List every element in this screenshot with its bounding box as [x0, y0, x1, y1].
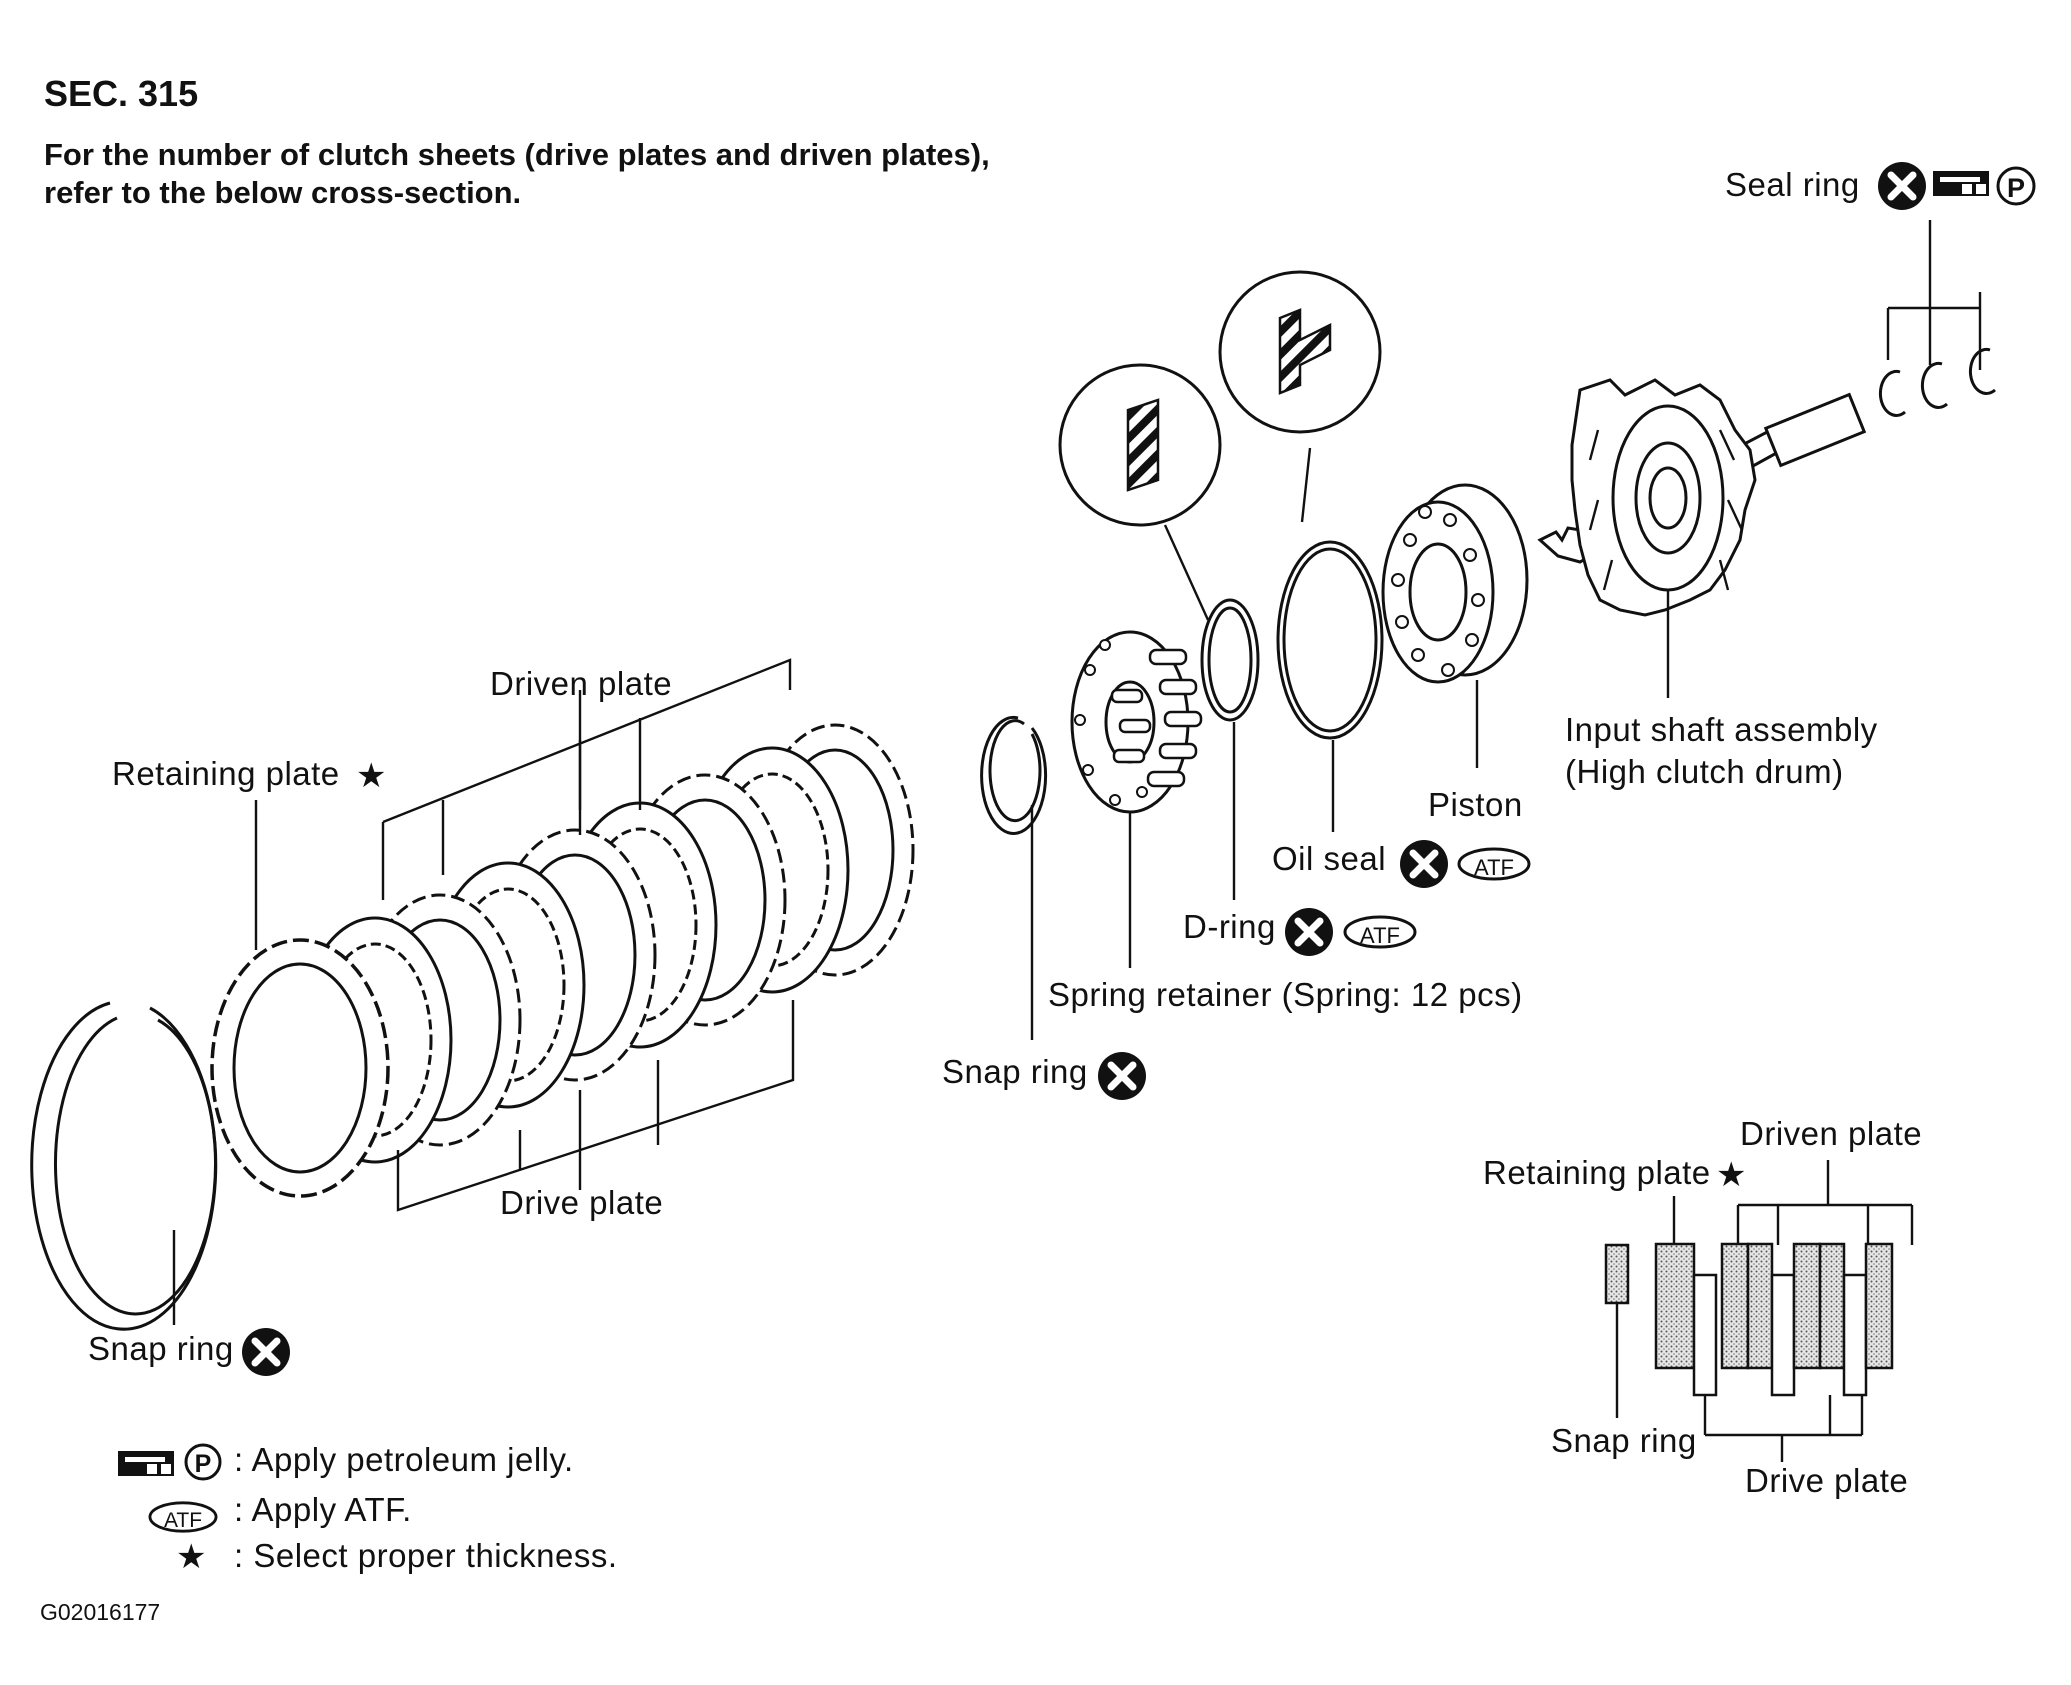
discard-icon — [1400, 840, 1448, 888]
label-d-ring: D-ring — [1183, 908, 1276, 945]
cross-section: Driven plate Retaining plate ★ Snap ring… — [1483, 1115, 1922, 1499]
legend: P : Apply petroleum jelly. ATF : Apply A… — [118, 1441, 618, 1576]
section-title: SEC. 315 — [44, 73, 198, 114]
d-ring — [1200, 598, 1260, 722]
note-line-1: For the number of clutch sheets (drive p… — [44, 137, 990, 172]
svg-text:ATF: ATF — [1474, 855, 1514, 880]
seal-rings — [1878, 347, 1996, 417]
star-icon: ★ — [176, 1538, 206, 1576]
petroleum-jelly-icon — [1933, 171, 1989, 196]
p-icon: P — [1996, 166, 2036, 206]
label-oil-seal: Oil seal — [1272, 840, 1386, 877]
xs-label-drive-plate: Drive plate — [1745, 1462, 1908, 1499]
svg-text:P: P — [2007, 173, 2025, 203]
discard-icon — [1098, 1052, 1146, 1100]
spring-retainer — [1070, 630, 1203, 814]
clutch-plate-pack — [210, 723, 915, 1198]
label-high-clutch-drum: (High clutch drum) — [1565, 753, 1844, 790]
svg-text:P: P — [195, 1450, 212, 1478]
discard-icon — [242, 1328, 290, 1376]
label-seal-ring: Seal ring — [1725, 166, 1860, 203]
star-icon: ★ — [356, 757, 386, 795]
xs-label-retaining-plate: Retaining plate — [1483, 1154, 1711, 1191]
snap-ring-middle — [980, 715, 1048, 835]
atf-icon: ATF — [148, 1501, 218, 1533]
label-snap-ring-middle: Snap ring — [942, 1053, 1088, 1090]
piston — [1381, 483, 1529, 684]
legend-thickness: : Select proper thickness. — [234, 1537, 618, 1574]
p-icon: P — [184, 1443, 222, 1481]
callout-bubble-d-ring — [1058, 363, 1222, 621]
discard-icon — [1285, 908, 1333, 956]
label-driven-plate: Driven plate — [490, 665, 672, 702]
legend-atf: : Apply ATF. — [234, 1491, 412, 1528]
driven-plate-bracket — [381, 658, 792, 900]
atf-icon: ATF — [1457, 847, 1531, 881]
discard-icon — [1878, 162, 1926, 210]
seal-ring-leader — [1886, 220, 1982, 370]
oil-seal — [1276, 540, 1384, 740]
drive-plate-bracket — [396, 1000, 795, 1212]
label-drive-plate: Drive plate — [500, 1184, 663, 1221]
reference-code: G02016177 — [40, 1599, 160, 1625]
svg-text:ATF: ATF — [164, 1509, 202, 1532]
xs-label-driven-plate: Driven plate — [1740, 1115, 1922, 1152]
label-piston: Piston — [1428, 786, 1523, 823]
svg-text:ATF: ATF — [1360, 923, 1400, 948]
label-spring-retainer: Spring retainer (Spring: 12 pcs) — [1048, 976, 1523, 1013]
xs-label-snap-ring: Snap ring — [1551, 1422, 1697, 1459]
input-shaft-assembly — [1537, 378, 1867, 617]
callout-bubble-oil-seal — [1218, 270, 1382, 523]
label-retaining-plate: Retaining plate — [112, 755, 340, 792]
atf-icon: ATF — [1343, 915, 1417, 949]
star-icon: ★ — [1716, 1156, 1746, 1194]
legend-petroleum-jelly: : Apply petroleum jelly. — [234, 1441, 574, 1478]
label-input-shaft: Input shaft assembly — [1565, 711, 1878, 748]
label-snap-ring-left: Snap ring — [88, 1330, 234, 1367]
snap-ring-left — [30, 1001, 218, 1331]
note-line-2: refer to the below cross-section. — [44, 175, 521, 210]
petroleum-jelly-icon — [118, 1451, 174, 1476]
